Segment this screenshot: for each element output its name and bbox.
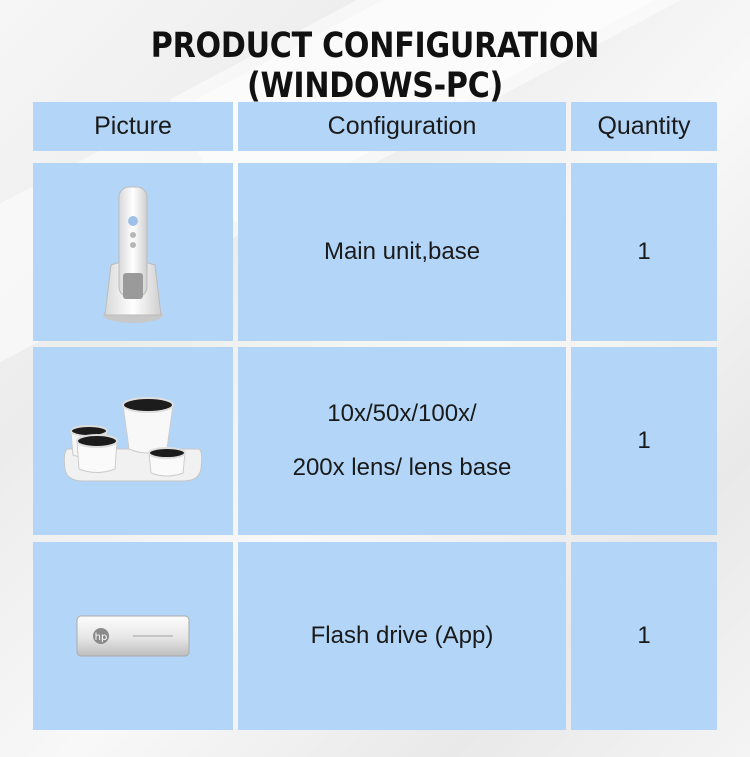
page-title: PRODUCT CONFIGURATION (WINDOWS-PC) (150, 26, 600, 106)
row-3-configuration: Flash drive (App) (238, 542, 566, 730)
row-2-configuration: 10x/50x/100x/ 200x lens/ lens base (238, 347, 566, 535)
row-2-config-line-1: 10x/50x/100x/ (327, 400, 477, 427)
flash-drive-image: hp (76, 615, 190, 657)
row-3-quantity: 1 (571, 542, 717, 730)
header-quantity: Quantity (571, 102, 717, 151)
row-1-configuration: Main unit,base (238, 163, 566, 341)
handheld-unit-image (103, 186, 163, 323)
header-picture: Picture (33, 102, 233, 151)
row-1-quantity: 1 (571, 163, 717, 341)
row-2-quantity: 1 (571, 347, 717, 535)
lens-set-image (63, 397, 203, 482)
row-1-picture (33, 163, 233, 341)
svg-text:hp: hp (95, 632, 108, 643)
row-2-picture (33, 347, 233, 535)
row-2-config-line-2: 200x lens/ lens base (292, 454, 512, 481)
header-configuration: Configuration (238, 102, 566, 151)
row-3-picture: hp (33, 542, 233, 730)
